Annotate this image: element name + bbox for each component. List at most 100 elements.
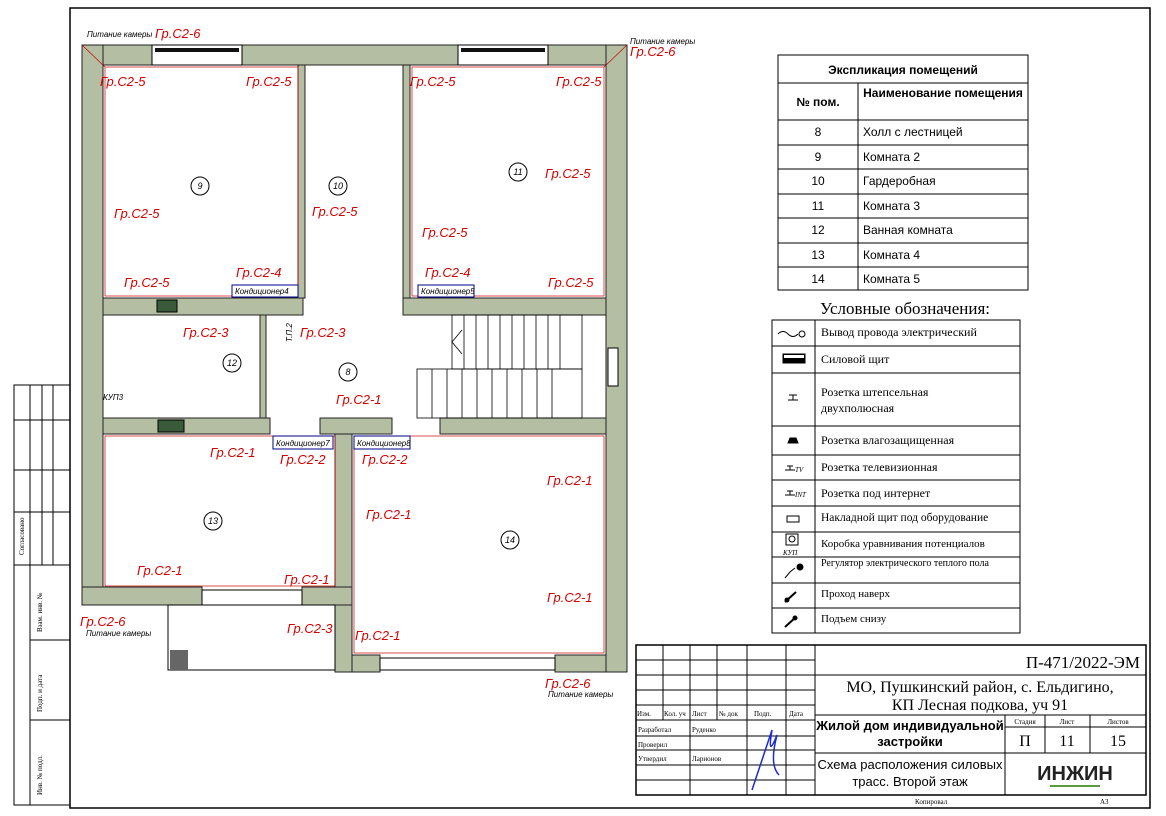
floor-heat-regulator-icon [784,567,796,579]
svg-text:Проверил: Проверил [638,741,668,749]
equipment-panel-icon [786,515,800,523]
stage-value: П [1019,733,1031,750]
svg-text:TV: TV [795,466,804,474]
wire-outlet-icon [777,331,799,337]
svg-text:Гр.С2-3: Гр.С2-3 [300,325,346,340]
socket-icon [788,394,798,401]
svg-text:Гр.С2-1: Гр.С2-1 [336,392,382,407]
svg-text:Гр.С2-6: Гр.С2-6 [155,26,201,41]
equalization-box-icon [785,533,799,546]
circuit-labels: Гр.С2-6 Гр.С2-6 Гр.С2-6 Гр.С2-6 Гр.С2-5 … [80,26,695,699]
legend-item: Накладной щит под оборудование [821,512,989,524]
svg-text:Листов: Листов [1107,718,1129,726]
svg-text:Разработал: Разработал [638,726,672,734]
legend-table [771,319,1021,634]
svg-text:Гр.С2-5: Гр.С2-5 [114,206,160,221]
svg-text:Питание камеры: Питание камеры [87,30,152,39]
legend-item: Розетка телевизионная [821,460,938,474]
side-agreed: Согласовано [18,517,26,555]
side-inv-podl: Инв. № подл. [36,755,44,795]
svg-text:КУП: КУП [782,549,798,557]
side-stamp [13,384,71,806]
svg-text:Гр.С2-2: Гр.С2-2 [280,452,326,467]
svg-text:Гр.С2-1: Гр.С2-1 [355,628,401,643]
svg-text:Гр.С2-5: Гр.С2-5 [100,74,146,89]
svg-text:Гр.С2-5: Гр.С2-5 [124,275,170,290]
svg-text:Гр.С2-6: Гр.С2-6 [545,676,591,691]
svg-text:Гр.С2-1: Гр.С2-1 [210,445,256,460]
svg-text:Т.П.2: Т.П.2 [285,323,294,342]
svg-text:Руденко: Руденко [692,726,716,734]
svg-text:Гр.С2-2: Гр.С2-2 [362,452,408,467]
waterproof-socket-icon [787,437,799,444]
svg-text:8: 8 [345,367,350,377]
room-markers: 8 9 10 11 12 13 14 [190,162,528,550]
svg-text:Подп.: Подп. [754,710,772,718]
svg-text:Гр.С2-5: Гр.С2-5 [556,74,602,89]
svg-text:Гр.С2-3: Гр.С2-3 [287,621,333,636]
company-logo: ИНЖИН [1037,763,1113,785]
svg-text:№ пом.: № пом. [796,95,839,109]
svg-text:Ларионов: Ларионов [692,755,722,763]
svg-text:Гр.С2-5: Гр.С2-5 [410,74,456,89]
power-panel-icon [782,353,806,364]
legend-title: Условные обозначения: [820,299,990,318]
svg-text:Кондиционер4: Кондиционер4 [235,287,289,296]
svg-text:Кол. уч: Кол. уч [664,710,686,718]
svg-text:Гр.С2-4: Гр.С2-4 [236,265,282,280]
title-block [635,644,1147,796]
svg-text:Гр.С2-1: Гр.С2-1 [547,473,593,488]
svg-text:Наименование помещения: Наименование помещения [863,86,1023,100]
svg-text:14: 14 [505,535,515,545]
svg-text:12: 12 [227,358,237,368]
sheets-total: 15 [1110,733,1126,750]
svg-text:Гр.С2-1: Гр.С2-1 [547,590,593,605]
svg-text:№ док: № док [719,710,738,718]
ac-units: Кондиционер4 Кондиционер5 Кондиционер7 К… [231,284,475,450]
svg-text:11: 11 [513,167,522,177]
object-name: Жилой дом индивидуальной застройки [816,718,1004,749]
svg-text:Гр.С2-1: Гр.С2-1 [366,507,412,522]
svg-text:Гр.С2-5: Гр.С2-5 [312,204,358,219]
svg-text:Гр.С2-1: Гр.С2-1 [137,563,183,578]
svg-text:Дата: Дата [789,710,804,718]
svg-text:13: 13 [208,516,218,526]
svg-text:Гр.С2-5: Гр.С2-5 [545,166,591,181]
sheet-number: 11 [1059,733,1074,750]
address-line-1: МО, Пушкинский район, с. Ельдигино, [846,679,1113,696]
staircase [416,314,583,419]
legend-icons [777,330,806,628]
svg-text:Питание камеры: Питание камеры [548,690,613,699]
svg-text:10: 10 [333,181,343,191]
side-inv-zam: Взам. инв. № [36,592,44,632]
tv-socket-icon [785,465,795,471]
legend-item: Коробка уравнивания потенциалов [821,538,985,550]
svg-text:Лист: Лист [692,710,707,718]
svg-text:INT: INT [794,491,807,499]
legend-item: Регулятор электрического теплого пола [821,558,989,569]
legend-item: Проход наверх [821,588,891,600]
svg-text:Гр.С2-4: Гр.С2-4 [425,265,471,280]
wiring-routes [81,44,628,654]
svg-text:КУП3: КУП3 [103,393,124,402]
address-line-2: КП Лесная подкова, уч 91 [892,697,1068,714]
sheet-title: Схема расположения силовых трасс. Второй… [817,757,1003,789]
legend-item: Вывод провода электрический [821,325,977,339]
internet-socket-icon [785,490,795,496]
legend-item: Розетка влагозащищенная [821,433,955,447]
explication-title: Экспликация помещений [828,63,978,77]
svg-text:Утвердил: Утвердил [638,755,667,763]
legend-item: Подъем снизу [821,613,887,625]
wire-outlet-icon-end [798,330,806,338]
svg-text:Гр.С2-5: Гр.С2-5 [548,275,594,290]
explication-table [777,54,1029,291]
svg-text:Гр.С2-1: Гр.С2-1 [284,572,330,587]
